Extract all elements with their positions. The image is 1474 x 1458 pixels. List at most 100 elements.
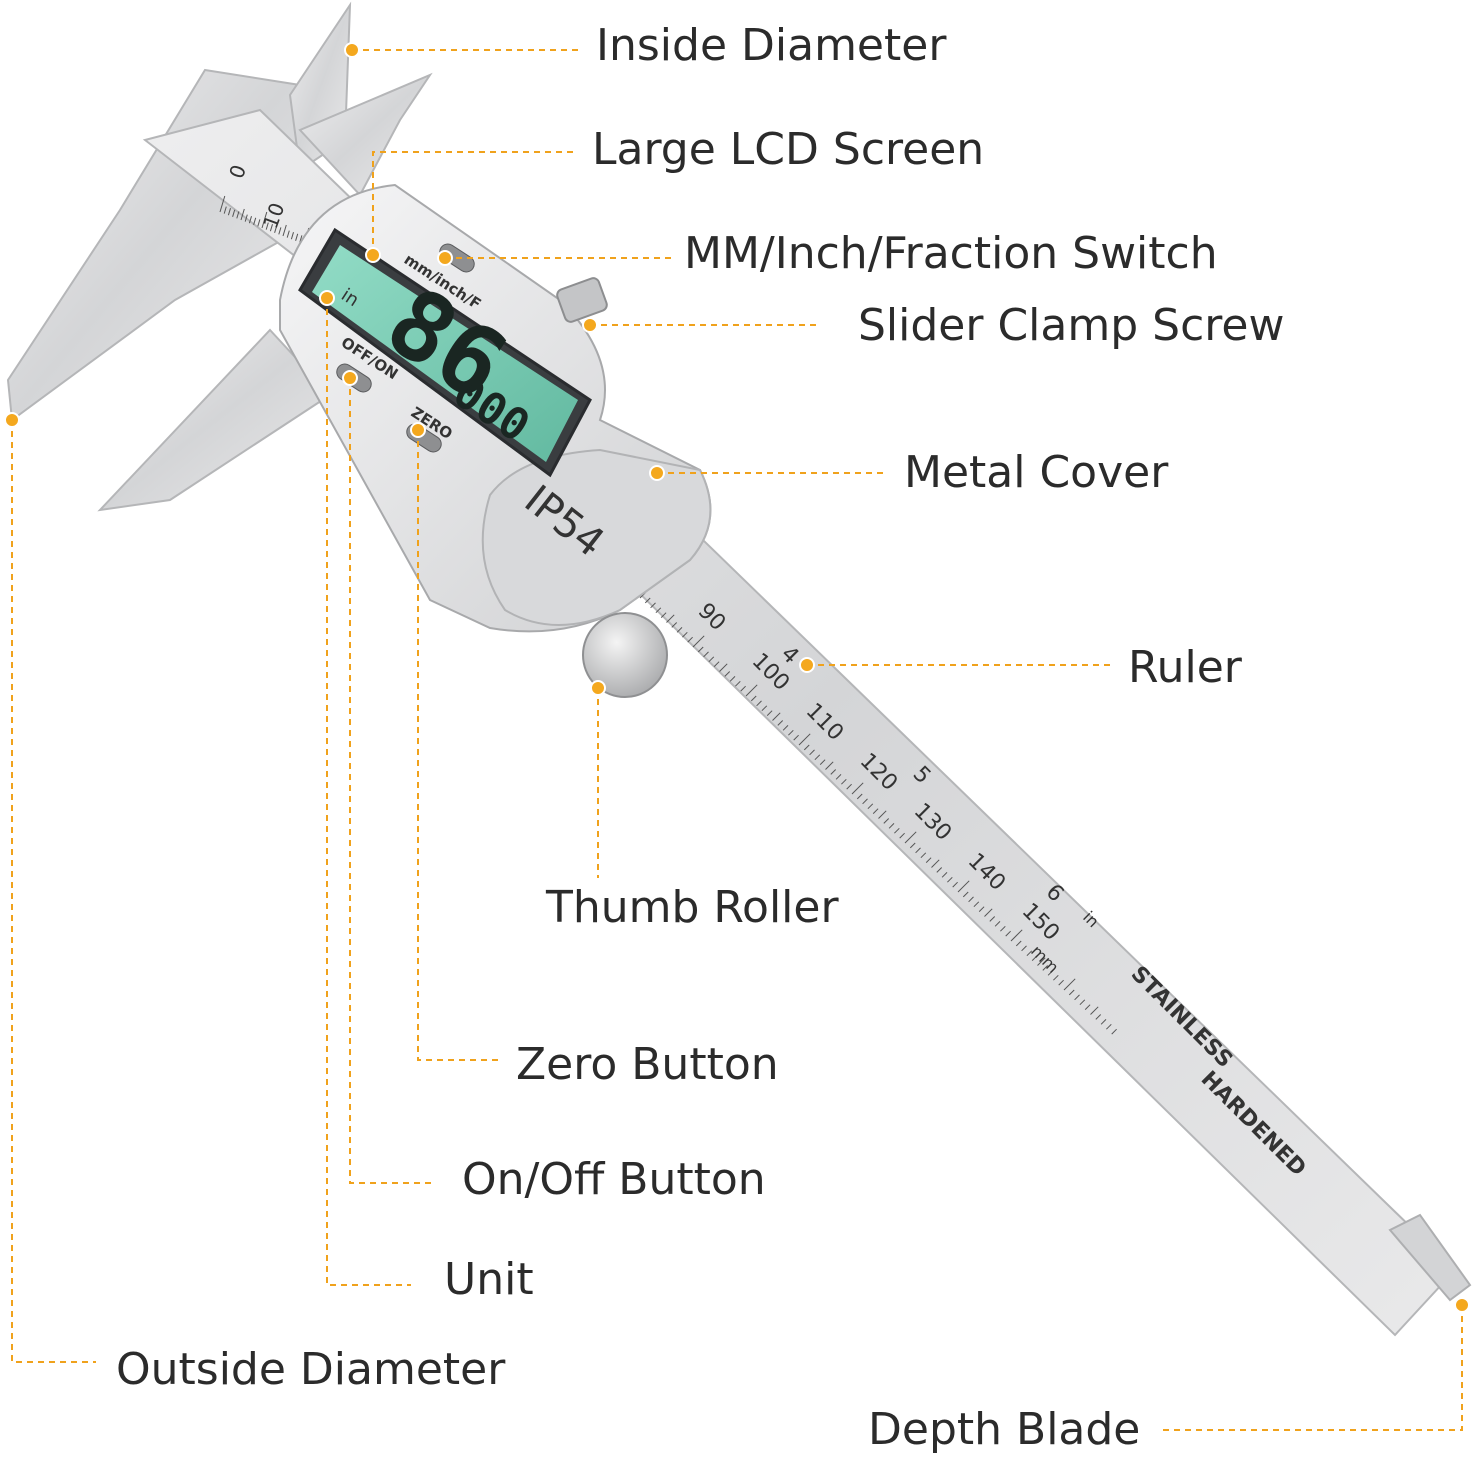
ruler-tick xyxy=(809,749,815,756)
top-ruler-tick xyxy=(265,222,269,230)
label-metal-cover: Metal Cover xyxy=(904,447,1169,498)
label-inside-diameter: Inside Diameter xyxy=(596,20,947,71)
ruler-tick xyxy=(777,720,784,726)
ruler-tick xyxy=(660,612,667,618)
label-zero-button: Zero Button xyxy=(516,1039,779,1090)
ruler-tick xyxy=(793,734,799,741)
ruler-tick xyxy=(761,705,768,712)
ruler-tick xyxy=(1074,994,1080,1001)
ruler-tick xyxy=(729,676,736,682)
ruler-tick xyxy=(1021,945,1027,952)
top-ruler-tick xyxy=(219,195,226,213)
top-ruler-tick xyxy=(236,211,240,219)
ruler-tick xyxy=(740,685,746,692)
ruler-tick xyxy=(888,823,895,829)
ruler-tick xyxy=(803,744,810,751)
moving-inside-jaw xyxy=(298,72,433,197)
top-ruler-tick xyxy=(269,224,273,232)
ruler-tick xyxy=(1111,1028,1117,1035)
anchor-dots xyxy=(4,42,1470,1313)
ruler-tick xyxy=(671,622,678,628)
top-ruler-tick xyxy=(295,233,299,241)
label-outside-diameter: Outside Diameter xyxy=(116,1344,506,1395)
ruler-tick xyxy=(713,661,720,667)
ruler-tick xyxy=(1068,989,1075,996)
ruler-tick xyxy=(724,671,731,677)
ruler-tick xyxy=(925,857,932,863)
ruler-tick xyxy=(941,872,948,878)
label-ruler: Ruler xyxy=(1128,642,1242,693)
label-depth-blade: Depth Blade xyxy=(868,1404,1141,1455)
depth-blade-shape xyxy=(1388,1213,1472,1302)
ruler-tick xyxy=(703,651,709,658)
ruler-tick xyxy=(788,729,794,736)
ruler-tick xyxy=(644,597,651,604)
ruler-tick xyxy=(978,906,985,912)
ruler-tick xyxy=(1026,950,1033,957)
ruler-tick xyxy=(798,733,811,746)
ruler-tick xyxy=(1010,929,1023,942)
ruler-tick xyxy=(1037,957,1046,966)
top-ruler-tick xyxy=(257,219,261,227)
ruler-tick xyxy=(687,636,693,643)
ruler-tick xyxy=(1095,1014,1102,1020)
ruler-tick xyxy=(756,700,762,707)
ruler-tick xyxy=(872,808,879,814)
ruler-tick xyxy=(962,891,969,898)
top-ruler-tick xyxy=(253,217,257,225)
top-ruler-tick xyxy=(240,208,245,221)
label-unit-switch: MM/Inch/Fraction Switch xyxy=(684,228,1218,279)
ruler-tick xyxy=(952,881,958,888)
ruler-tick xyxy=(904,831,917,844)
top-ruler-tick xyxy=(290,232,294,240)
top-ruler-tick xyxy=(282,224,287,237)
slider-clamp-screw[interactable] xyxy=(556,277,609,324)
ruler-tick xyxy=(957,880,970,893)
ruler-tick xyxy=(878,810,887,819)
ruler-tick xyxy=(697,646,704,653)
label-slider-clamp-screw: Slider Clamp Screw xyxy=(858,300,1285,351)
ruler-tick xyxy=(666,614,675,623)
ruler-tick xyxy=(1005,930,1011,937)
top-ruler-tick xyxy=(278,227,282,235)
ruler-tick xyxy=(772,712,781,721)
label-unit: Unit xyxy=(444,1254,534,1305)
ruler-tick xyxy=(894,827,900,834)
top-ruler-tick xyxy=(244,214,248,222)
ruler-tick xyxy=(782,725,789,731)
lcd-screen xyxy=(312,245,578,462)
top-ruler-tick xyxy=(227,208,231,216)
ruler-tick xyxy=(814,754,821,761)
ruler-tick xyxy=(899,832,905,839)
ruler-tick xyxy=(994,921,1001,927)
ruler-tick xyxy=(1058,979,1064,986)
ruler-tick xyxy=(692,635,705,648)
ruler-tick xyxy=(867,803,874,810)
thumb-roller[interactable] xyxy=(582,612,668,698)
top-ruler-tick xyxy=(248,216,252,224)
ruler-tick xyxy=(1090,1006,1099,1015)
ruler-tick xyxy=(745,684,758,697)
label-thumb-roller: Thumb Roller xyxy=(546,882,839,933)
ruler-tick xyxy=(1053,974,1059,981)
ruler-tick xyxy=(989,916,996,922)
ruler-tick xyxy=(708,656,715,663)
ruler-tick xyxy=(920,852,927,859)
ruler-tick xyxy=(931,859,940,868)
ruler-tick xyxy=(936,867,943,873)
ruler-tick xyxy=(835,774,842,780)
ruler-tick xyxy=(1084,1004,1091,1010)
ruler-tick xyxy=(1042,965,1049,971)
ruler-tick xyxy=(825,761,834,770)
ruler-tick xyxy=(682,631,688,638)
ruler-tick xyxy=(909,842,916,849)
ruler-tick xyxy=(968,896,974,903)
ruler-tick xyxy=(947,876,953,883)
top-ruler-tick xyxy=(286,230,290,238)
ruler-tick xyxy=(819,759,826,765)
leader-lines xyxy=(11,49,1463,1431)
ruler-tick xyxy=(1079,999,1086,1006)
ruler-tick xyxy=(915,847,921,854)
top-ruler-tick xyxy=(223,206,227,214)
ruler-tick xyxy=(1047,970,1054,976)
